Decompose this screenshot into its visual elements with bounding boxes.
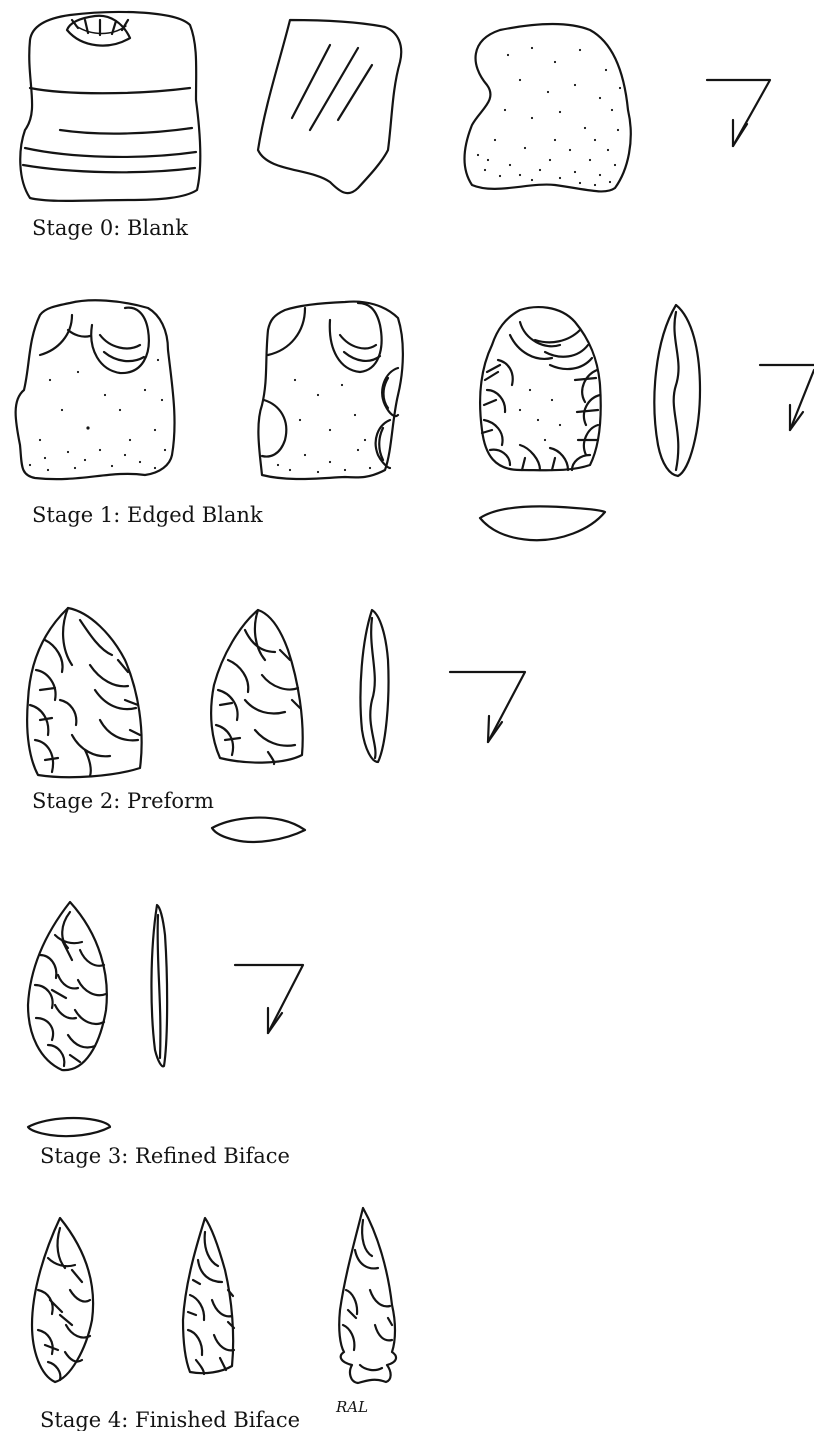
stage-2-preform-second-drawing [211, 610, 303, 764]
stage-1-edged-blank-third-drawing [480, 307, 601, 470]
stage-3-label: Stage 3: Refined Biface [40, 1144, 290, 1168]
stage-1-edge-view-drawing [654, 305, 700, 476]
stage-1-edged-blank-first-drawing [16, 300, 175, 479]
stage-0-blank-cube-drawing [20, 12, 200, 201]
stage-2-edge-view-drawing [360, 610, 388, 762]
stage-4-finished-biface-notched-drawing [339, 1208, 396, 1383]
stage-1-edged-blank-second-drawing [258, 302, 402, 479]
stage-2-cross-section-drawing [212, 818, 305, 842]
stage-1-third-stipple [519, 389, 561, 441]
stage-4-finished-biface-second-drawing [183, 1218, 234, 1374]
stage-4-finished-biface-first-drawing [32, 1218, 93, 1382]
stage-0-blank-flake-drawing [258, 20, 401, 193]
stage-1-label: Stage 1: Edged Blank [32, 503, 263, 527]
stage-1-second-stipple [277, 379, 371, 473]
artist-signature: RAL [335, 1398, 368, 1416]
stage-1-first-stipple [29, 359, 166, 471]
stage-2-arrow-icon [450, 672, 525, 742]
stage-3-edge-view-drawing [151, 905, 167, 1066]
stage-4-label: Stage 4: Finished Biface [40, 1408, 300, 1431]
stage-3-cross-section-drawing [28, 1118, 110, 1136]
stage-2-label: Stage 2: Preform [32, 789, 214, 813]
stage-0-cortex-stipple [477, 47, 621, 186]
stage-0-arrow-icon [707, 80, 770, 146]
stage-1-cross-section-drawing [480, 506, 605, 540]
stage-1-arrow-icon [760, 365, 814, 430]
stage-0-label: Stage 0: Blank [32, 216, 188, 240]
stage-3-refined-biface-face-drawing [28, 902, 107, 1070]
stage-2-preform-first-drawing [27, 608, 142, 777]
stage-3-arrow-icon [235, 965, 303, 1033]
stage-0-blank-cortex-drawing [465, 24, 631, 192]
